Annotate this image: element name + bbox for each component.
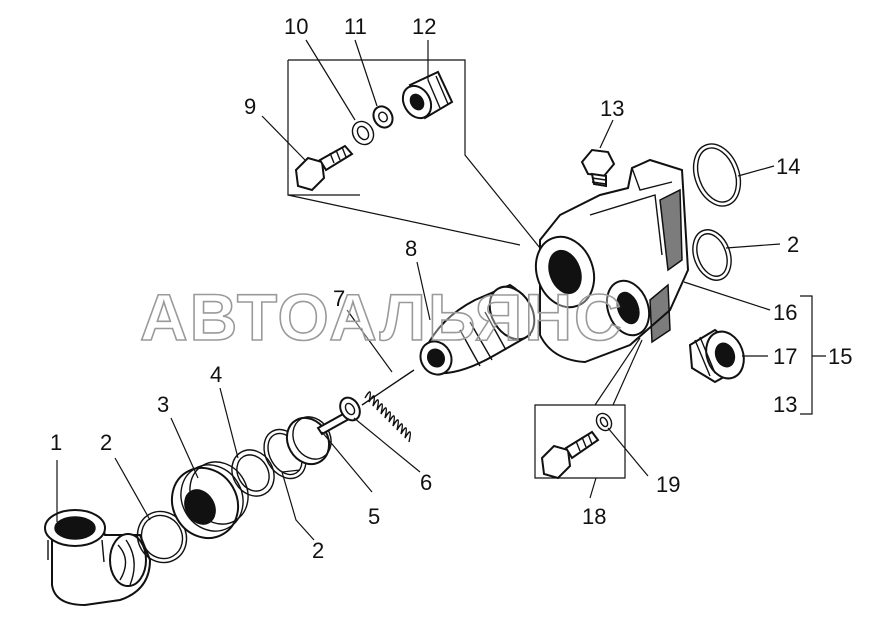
callout-12: 12 [412, 14, 436, 39]
part-11-flat-washer [372, 105, 394, 129]
watermark-text: АВТОАЛЬЯНС [140, 280, 624, 354]
part-7-spring [361, 369, 415, 443]
callout-6: 6 [420, 470, 432, 495]
callout-2-right: 2 [787, 232, 799, 257]
part-8-valve-guide [419, 283, 536, 376]
callout-14: 14 [776, 154, 800, 179]
callout-10: 10 [284, 14, 308, 39]
valve-housing [534, 158, 690, 364]
callout-3: 3 [157, 392, 169, 417]
part-3-threaded-bushing [170, 461, 249, 540]
part-12-spacer-bushing [401, 70, 454, 120]
part-9-bolt-top [294, 144, 354, 192]
callout-16: 16 [773, 300, 797, 325]
callout-2-left: 2 [100, 430, 112, 455]
callout-labels: 1 2 3 4 2 5 6 7 8 9 10 11 12 13 14 2 16 … [50, 14, 852, 563]
bottom-group-frame [534, 337, 643, 479]
callout-13-top: 13 [600, 96, 624, 121]
part-10-spring-washer [351, 120, 375, 146]
callout-13-bottom: 13 [773, 392, 797, 417]
callout-2-middle: 2 [312, 538, 324, 563]
callout-1: 1 [50, 430, 62, 455]
callout-9: 9 [244, 94, 256, 119]
callout-7: 7 [333, 286, 345, 311]
part-13-plug-top [580, 148, 616, 188]
callout-18: 18 [582, 504, 606, 529]
callout-11: 11 [344, 14, 367, 39]
part-17-threaded-plug [688, 328, 745, 384]
callout-8: 8 [405, 236, 417, 261]
callout-5: 5 [368, 504, 380, 529]
callout-17: 17 [773, 344, 797, 369]
part-19-washer-bottom [595, 412, 613, 432]
part-14-o-ring [692, 143, 742, 207]
part-2-o-ring-right [692, 229, 732, 281]
callout-4: 4 [210, 362, 222, 387]
part-5-valve [285, 411, 351, 466]
part-4-snap-ring [231, 449, 275, 497]
leader-lines [56, 39, 781, 541]
callout-19: 19 [656, 472, 680, 497]
group-15-bracket [800, 295, 826, 415]
part-18-bolt-bottom [540, 430, 600, 480]
part-1-elbow-fitting [44, 509, 152, 607]
callout-15: 15 [828, 344, 852, 369]
top-group-frame [287, 59, 541, 249]
